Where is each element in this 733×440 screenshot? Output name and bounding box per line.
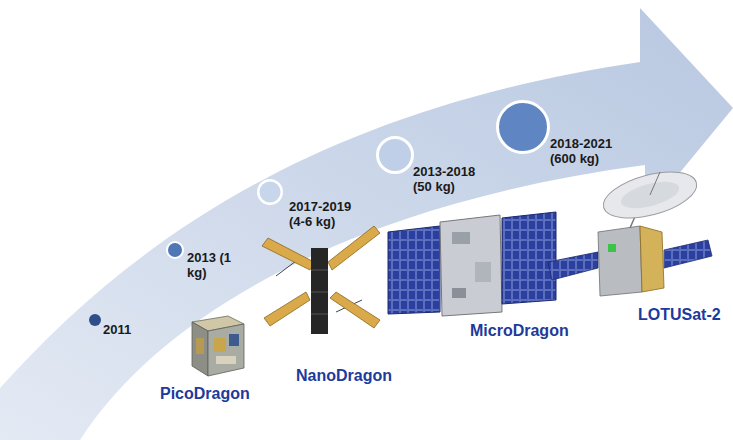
satellite-name: PicoDragon [160, 384, 250, 403]
lotusat-illustration [548, 163, 712, 296]
solar-panel [388, 226, 440, 314]
body-detail [452, 232, 470, 244]
milestone-date: 2013 (1 kg) [187, 250, 233, 280]
timeline-milestone: 2011 [89, 314, 101, 326]
milestone-dot [498, 102, 549, 153]
milestone-date: 2011 [103, 322, 163, 337]
milestone-date: 2013-2018 (50 kg) [413, 164, 487, 194]
timeline-milestone: 2013 (1 kg) [166, 241, 184, 259]
satellite-body [440, 215, 502, 316]
microdragon-illustration [388, 212, 556, 316]
cubesat-body [311, 248, 328, 334]
milestone-dot-shape [496, 100, 550, 154]
body-detail [452, 288, 466, 298]
satellite-body [640, 226, 664, 292]
body-seam [311, 314, 328, 315]
body-seam [311, 270, 328, 271]
satellite-name: MicroDragon [470, 321, 569, 340]
milestone-dot [378, 138, 413, 173]
timeline-milestone: 2013-2018 (50 kg) [376, 136, 414, 174]
dish-feed [650, 172, 660, 195]
milestone-dot [258, 180, 282, 204]
milestone-date: 2017-2019 (4-6 kg) [289, 199, 363, 229]
solar-panel [502, 212, 556, 304]
satellite-body [598, 226, 642, 296]
cube-front [208, 324, 244, 376]
cube-panel [216, 356, 236, 364]
milestone-date: 2018-2021 (600 kg) [550, 136, 624, 166]
timeline-arrow [0, 8, 733, 440]
milestone-dot-shape [376, 136, 414, 174]
solar-arm [330, 292, 380, 328]
solar-arm [328, 226, 380, 270]
nanodragon-illustration [262, 226, 380, 334]
milestone-dot-shape [89, 314, 101, 326]
cube-panel [196, 338, 204, 354]
cube-side [192, 322, 208, 376]
cube-panel [214, 338, 226, 352]
timeline-milestone: 2018-2021 (600 kg) [496, 100, 550, 154]
picodragon-illustration [192, 316, 244, 376]
solar-panel [548, 252, 598, 280]
milestone-dot [167, 242, 183, 258]
milestone-dot [89, 314, 101, 326]
milestone-dot-shape [257, 179, 283, 205]
timeline-milestone: 2017-2019 (4-6 kg) [257, 179, 283, 205]
antenna-dish [598, 163, 701, 226]
cube-panel [229, 334, 239, 346]
milestone-dot-shape [166, 241, 184, 259]
satellite-name: LOTUSat-2 [638, 305, 721, 324]
body-seam [311, 292, 328, 293]
satellite-name: NanoDragon [296, 366, 392, 385]
solar-arm [264, 292, 310, 326]
body-detail [608, 244, 616, 252]
body-detail [475, 262, 491, 282]
solar-arm [262, 238, 314, 270]
solar-panel [664, 240, 712, 268]
